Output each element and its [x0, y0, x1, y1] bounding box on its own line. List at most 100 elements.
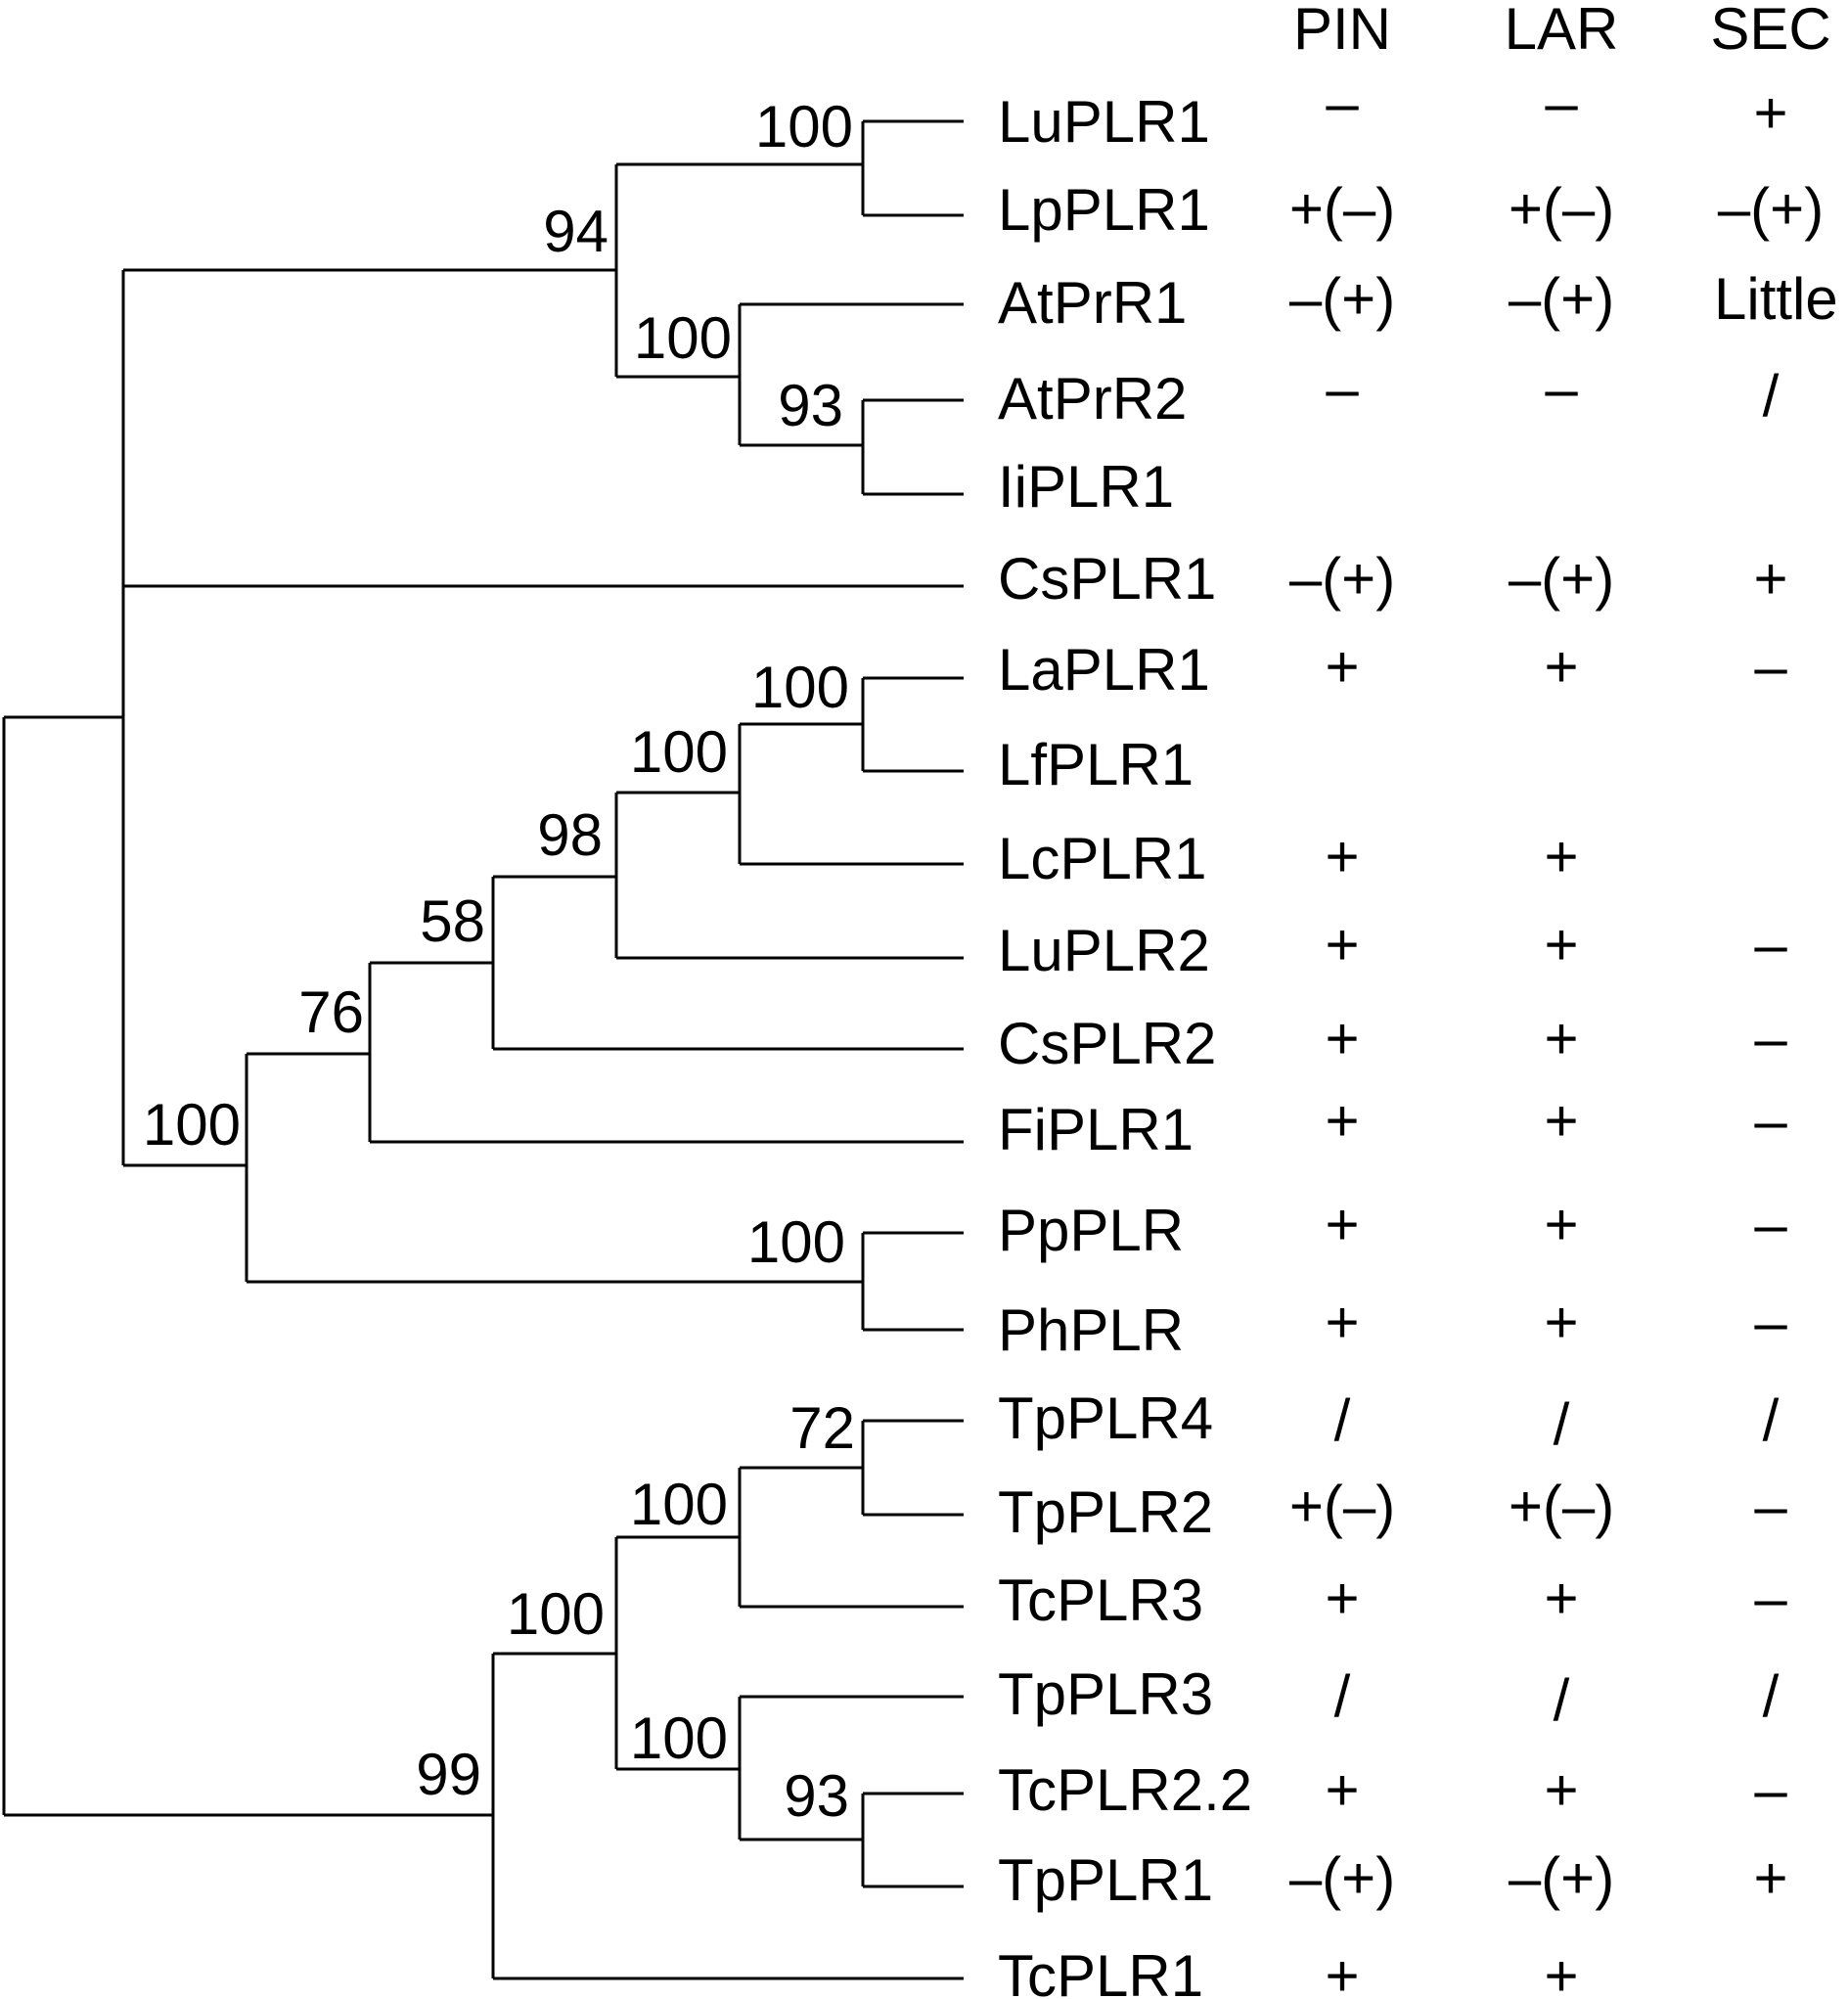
pin-value: + [1325, 1192, 1359, 1257]
bootstrap-label: 100 [630, 1472, 728, 1537]
lar-value: +(–) [1509, 176, 1614, 242]
lar-value: + [1544, 1088, 1578, 1154]
column-header-pin: PIN [1293, 0, 1391, 62]
taxon-name: LaPLR1 [998, 637, 1210, 703]
lar-value: –(+) [1509, 266, 1614, 332]
lar-value: –(+) [1509, 1845, 1614, 1911]
lar-value: + [1544, 1290, 1578, 1355]
lar-value: +(–) [1509, 1474, 1614, 1539]
sec-value: – [1754, 1757, 1787, 1823]
sec-value: – [1754, 1192, 1787, 1257]
taxon-name: TcPLR3 [998, 1567, 1203, 1633]
pin-value: + [1325, 1290, 1359, 1355]
sec-value: – [1754, 1290, 1787, 1355]
taxon-name: CsPLR1 [998, 546, 1216, 612]
taxon-row: LpPLR1 +(–) +(–) –(+) [998, 176, 1824, 243]
lar-value: / [1554, 1391, 1570, 1457]
sec-value: – [1754, 1006, 1787, 1071]
lar-value: + [1544, 824, 1578, 889]
taxon-name: PhPLR [998, 1297, 1184, 1363]
sec-value: / [1763, 363, 1780, 429]
taxon-name: TpPLR4 [998, 1386, 1213, 1451]
pin-value: + [1325, 912, 1359, 977]
taxon-row: TpPLR1 –(+) –(+) + [998, 1845, 1788, 1913]
sec-value: / [1763, 1387, 1780, 1453]
pin-value: –(+) [1289, 266, 1395, 332]
sec-value: + [1753, 1845, 1787, 1911]
bootstrap-label: 98 [537, 802, 603, 868]
bootstrap-label: 93 [784, 1763, 849, 1829]
sec-value: – [1754, 912, 1787, 977]
pin-value: – [1326, 356, 1359, 422]
pin-value: / [1334, 1387, 1351, 1453]
taxon-row: AtPrR2 – – / [998, 356, 1780, 432]
taxon-name: CsPLR2 [998, 1011, 1216, 1076]
taxon-name: TcPLR2.2 [998, 1757, 1252, 1823]
sec-value: – [1754, 634, 1787, 700]
taxon-name: TpPLR3 [998, 1661, 1213, 1727]
sec-value: – [1754, 1088, 1787, 1154]
pin-value: + [1325, 634, 1359, 700]
lar-value: + [1544, 1566, 1578, 1631]
pin-value: + [1325, 1006, 1359, 1071]
taxon-name: TcPLR1 [998, 1943, 1203, 1999]
pin-value: +(–) [1289, 176, 1395, 242]
taxon-name: TpPLR2 [998, 1479, 1213, 1545]
taxon-row: LcPLR1 + + [998, 824, 1579, 891]
lar-value: – [1545, 356, 1578, 422]
bootstrap-label: 100 [634, 305, 732, 371]
pin-value: +(–) [1289, 1474, 1395, 1539]
bootstrap-label: 100 [630, 1705, 728, 1771]
tree-branches [2, 119, 964, 1980]
taxon-name: LpPLR1 [998, 177, 1210, 243]
lar-value: + [1544, 1006, 1578, 1071]
sec-value: + [1753, 80, 1787, 146]
sec-value: –(+) [1718, 176, 1824, 242]
sec-value: + [1753, 546, 1787, 612]
bootstrap-label: 93 [778, 373, 843, 438]
bootstrap-label: 58 [420, 888, 485, 954]
taxon-name: LuPLR2 [998, 918, 1210, 983]
pin-value: + [1325, 824, 1359, 889]
lar-value: + [1544, 912, 1578, 977]
taxon-row: PpPLR + + – [998, 1192, 1787, 1263]
lar-value: + [1544, 1943, 1578, 1999]
bootstrap-label: 100 [143, 1092, 241, 1158]
bootstrap-label: 100 [747, 1209, 845, 1275]
taxon-row: PhPLR + + – [998, 1290, 1787, 1363]
taxon-name: PpPLR [998, 1198, 1184, 1263]
pin-value: + [1325, 1943, 1359, 1999]
taxon-row: CsPLR2 + + – [998, 1006, 1787, 1076]
taxon-row: LuPLR2 + + – [998, 912, 1787, 983]
column-headers: PIN LAR SEC [1293, 0, 1831, 62]
bootstrap-label: 72 [789, 1395, 855, 1461]
pin-value: / [1334, 1663, 1351, 1729]
taxon-row: LuPLR1 – – + [998, 70, 1788, 155]
column-header-sec: SEC [1710, 0, 1830, 62]
bootstrap-label: 100 [751, 655, 849, 720]
taxon-name: AtPrR1 [998, 270, 1187, 336]
bootstrap-label: 76 [298, 979, 364, 1045]
sec-value: Little [1714, 266, 1838, 332]
bootstrap-label: 100 [755, 94, 853, 159]
taxon-row: TpPLR2 +(–) +(–) – [998, 1474, 1787, 1545]
pin-value: + [1325, 1088, 1359, 1154]
pin-value: –(+) [1289, 546, 1395, 612]
sec-value: – [1754, 1474, 1787, 1539]
taxon-row: CsPLR1 –(+) –(+) + [998, 546, 1788, 612]
taxon-name: IiPLR1 [998, 454, 1174, 520]
lar-value: – [1545, 70, 1578, 136]
taxon-row: IiPLR1 [998, 454, 1174, 520]
taxa-table: LuPLR1 – – + LpPLR1 +(–) +(–) –(+) AtPrR… [998, 70, 1838, 1999]
taxon-row: TpPLR3 / / / [998, 1661, 1780, 1733]
taxon-row: FiPLR1 + + – [998, 1088, 1787, 1162]
taxon-row: LaPLR1 + + – [998, 634, 1787, 703]
taxon-row: TcPLR1 + + [998, 1943, 1579, 1999]
lar-value: + [1544, 634, 1578, 700]
taxon-name: LcPLR1 [998, 826, 1206, 891]
lar-value: / [1554, 1667, 1570, 1733]
pin-value: – [1326, 70, 1359, 136]
taxon-name: LuPLR1 [998, 89, 1210, 155]
lar-value: –(+) [1509, 546, 1614, 612]
